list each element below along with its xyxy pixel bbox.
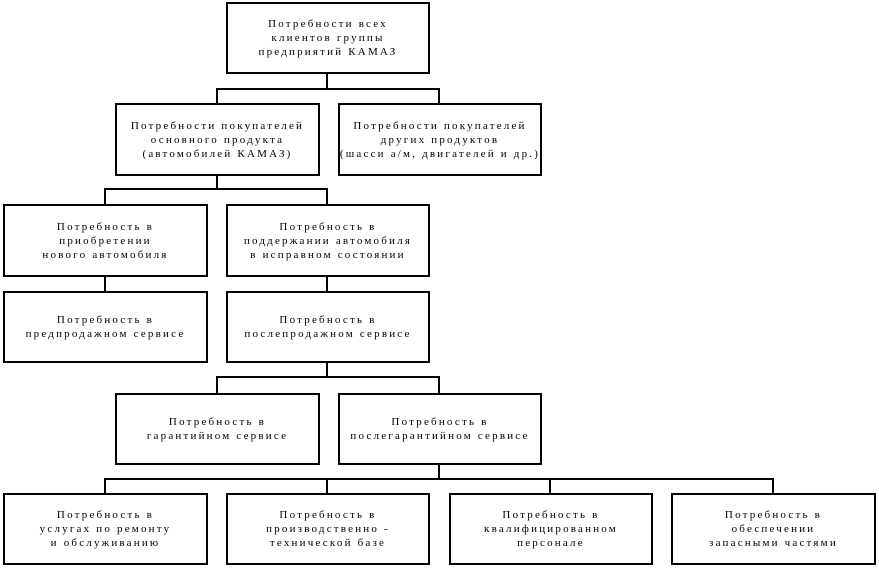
connector	[438, 88, 440, 104]
node-text-line: (автомобилей КАМАЗ)	[142, 147, 293, 160]
node-text-line: Потребности покупателей	[353, 119, 527, 132]
node-maintenance: Потребность в поддержании автомобиля в и…	[226, 204, 430, 277]
connector	[326, 188, 328, 205]
connector	[216, 175, 218, 189]
connector	[326, 276, 328, 292]
node-text-line: в исправном состоянии	[250, 248, 406, 261]
node-text-line: поддержании автомобиля	[243, 234, 413, 247]
connector	[772, 478, 774, 494]
node-text-line: клиентов группы	[271, 32, 385, 44]
node-presale-service: Потребность в предпродажном сервисе	[3, 291, 208, 363]
connector	[104, 478, 106, 494]
node-other-products: Потребности покупателей других продуктов…	[338, 103, 542, 176]
node-text-line: запасными частями	[709, 537, 838, 549]
node-text-line: гарантийном сервисе	[146, 430, 289, 442]
connector	[104, 276, 106, 292]
connector	[216, 376, 218, 394]
node-text-line: Потребности всех	[268, 18, 388, 30]
node-text-line: Потребность в	[502, 509, 600, 521]
node-text-line: услугах по ремонту	[39, 523, 172, 535]
node-text-line: послепродажном сервисе	[244, 328, 412, 340]
node-text-line: послегарантийном сервисе	[350, 430, 530, 442]
node-text-line: Потребность в	[168, 416, 267, 428]
node-text-line: других продуктов	[380, 133, 500, 146]
connector	[104, 478, 774, 480]
connector	[326, 362, 328, 377]
node-text-line: Потребность в	[56, 509, 155, 521]
node-text-line: обеспечении	[731, 523, 816, 535]
node-text-line: технической базе	[269, 537, 387, 549]
node-technical-base: Потребность в производственно - техничес…	[226, 493, 430, 565]
connector	[326, 478, 328, 494]
node-repair-services: Потребность в услугах по ремонту и обслу…	[3, 493, 208, 565]
connector	[104, 188, 106, 205]
node-text-line: Потребность в	[279, 314, 377, 326]
node-spare-parts: Потребность в обеспечении запасными част…	[671, 493, 876, 565]
connector	[216, 88, 218, 104]
node-text-line: Потребность в	[279, 509, 377, 521]
connector	[216, 88, 440, 90]
node-text-line: Потребность в	[279, 220, 377, 233]
node-postwarranty-service: Потребность в послегарантийном сервисе	[338, 393, 542, 465]
node-purchase: Потребность в приобретении нового автомо…	[3, 204, 208, 277]
node-qualified-staff: Потребность в квалифицированном персонал…	[449, 493, 653, 565]
node-text-line: Потребности покупателей	[130, 119, 305, 132]
node-text-line: Потребность в	[56, 314, 155, 326]
node-text-line: квалифицированном	[484, 523, 618, 535]
node-text-line: Потребность в	[56, 220, 155, 233]
node-text-line: предприятий КАМАЗ	[258, 46, 398, 58]
node-text-line: и обслуживанию	[50, 537, 161, 549]
node-root: Потребности всех клиентов группы предпри…	[226, 2, 430, 74]
node-text-line: предпродажном сервисе	[25, 328, 186, 340]
connector	[438, 376, 440, 394]
node-text-line: (шасси а/м, двигателей и др.)	[339, 147, 541, 160]
node-aftersale-service: Потребность в послепродажном сервисе	[226, 291, 430, 363]
node-main-product: Потребности покупателей основного продук…	[115, 103, 320, 176]
node-text-line: основного продукта	[150, 133, 285, 146]
connector	[216, 376, 440, 378]
connector	[326, 73, 328, 89]
node-text-line: нового автомобиля	[42, 248, 169, 261]
connector	[104, 188, 328, 190]
node-text-line: персонале	[517, 537, 585, 549]
node-text-line: производственно -	[266, 523, 390, 535]
node-text-line: Потребность в	[724, 509, 823, 521]
node-text-line: приобретении	[59, 234, 152, 247]
connector	[438, 464, 440, 479]
connector	[549, 478, 551, 494]
node-text-line: Потребность в	[391, 416, 489, 428]
node-warranty-service: Потребность в гарантийном сервисе	[115, 393, 320, 465]
